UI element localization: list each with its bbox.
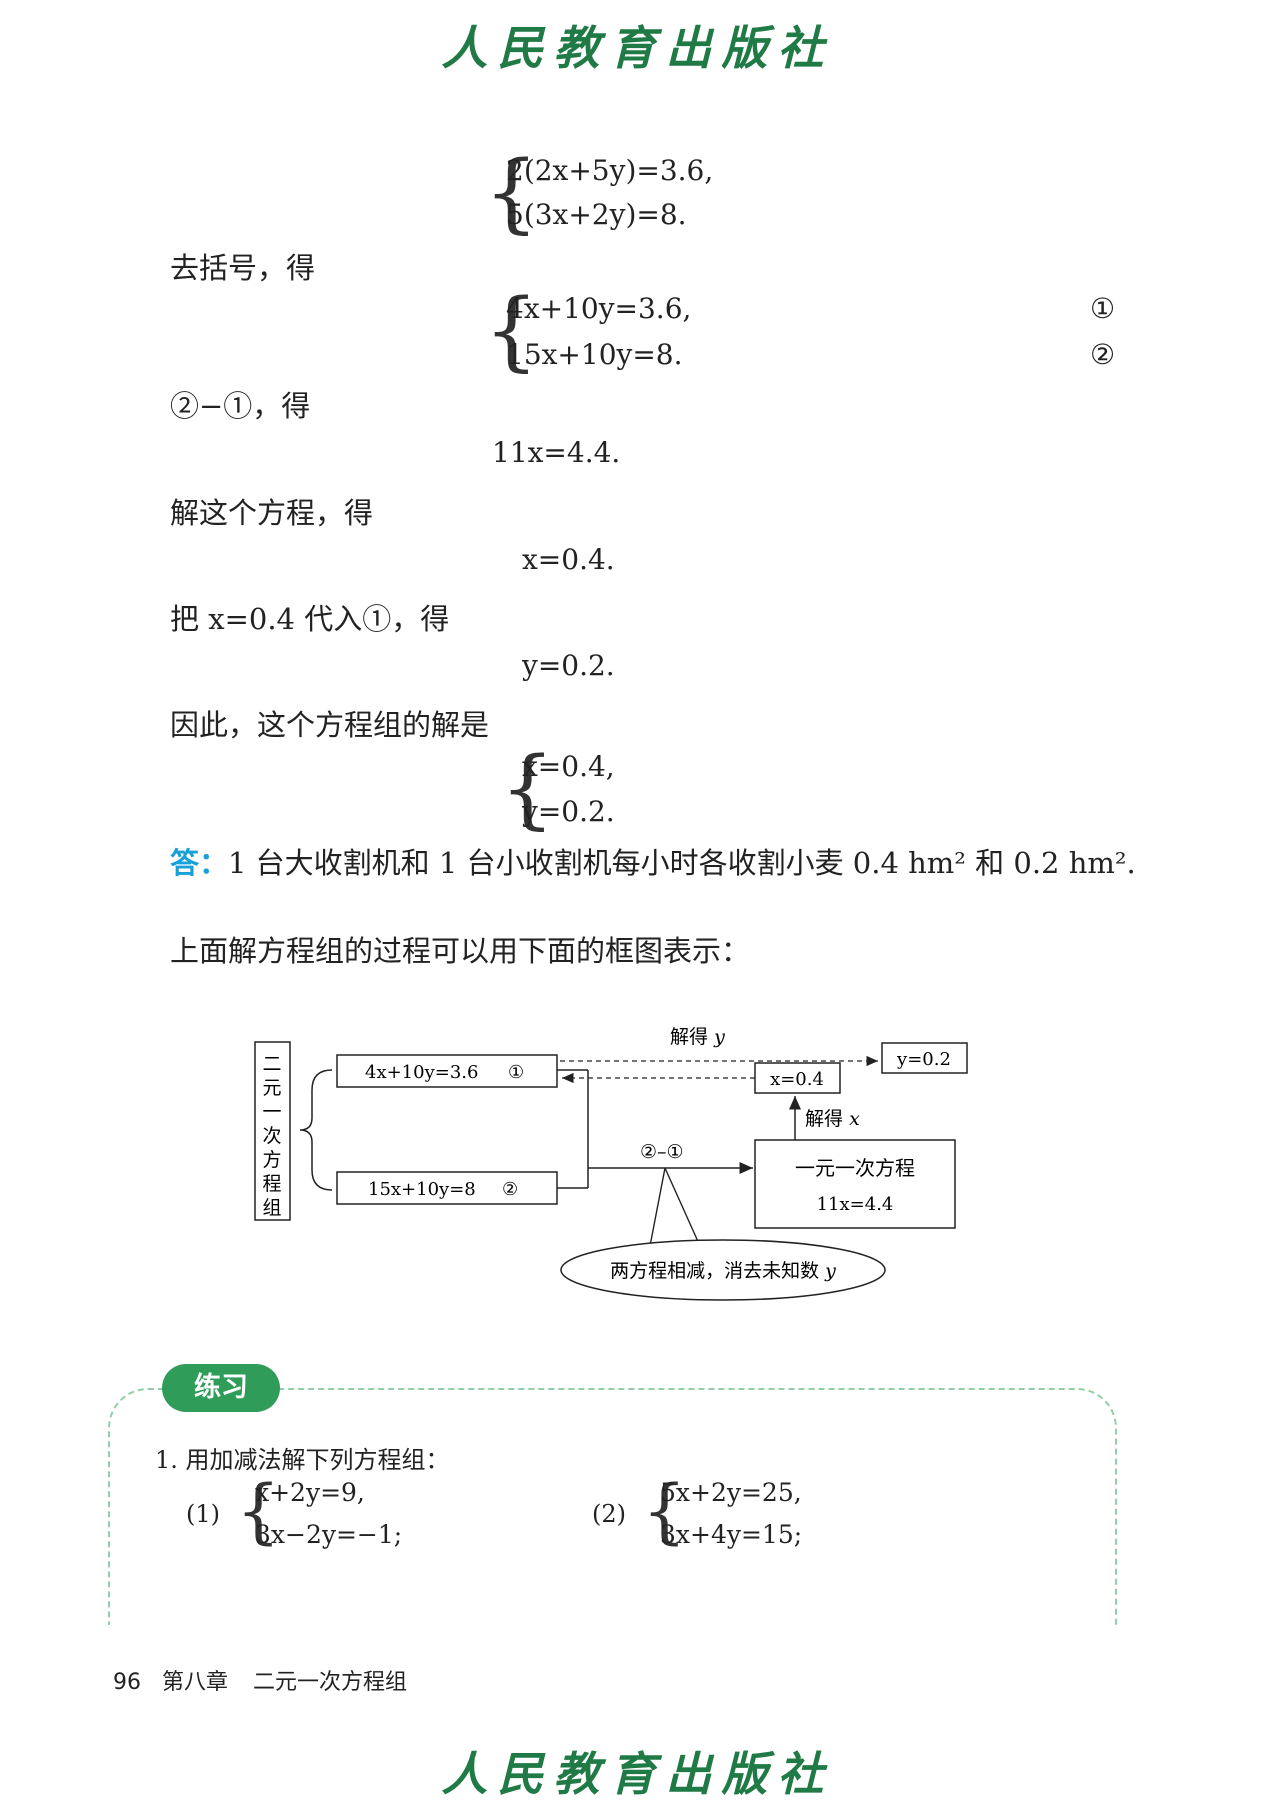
eq2-mark: ②: [502, 1179, 518, 1200]
diagram-brace: [299, 1069, 333, 1191]
eq1-mark: ①: [508, 1062, 524, 1083]
brace: {: [484, 281, 539, 381]
equation-x: x=0.4.: [522, 543, 615, 576]
side-label-char: 元: [262, 1077, 281, 1099]
eq1-box: [336, 1054, 558, 1088]
step-subtract: ②−①，得: [170, 389, 311, 423]
diagram-intro: 上面解方程组的过程可以用下面的框图表示：: [170, 934, 751, 968]
side-label-char: 方: [262, 1149, 281, 1171]
system-expanded-line1: 4x+10y=3.6,: [506, 292, 692, 325]
solution-line2: y=0.2.: [522, 795, 615, 828]
practice-1-line1: x+2y=9,: [255, 1478, 365, 1507]
equation-mark-1: ①: [1090, 292, 1116, 325]
side-label-box: [254, 1041, 291, 1221]
publisher-logo-top: 人民教育出版社: [441, 21, 834, 75]
practice-2-label: (2): [592, 1500, 626, 1528]
answer-text: 1 台大收割机和 1 台小收割机每小时各收割小麦 0.4 hm² 和 0.2 h…: [228, 846, 1136, 880]
step-therefore: 因此，这个方程组的解是: [170, 708, 490, 742]
one-variable-title: 一元一次方程: [795, 1156, 915, 1180]
brace: {: [642, 1470, 687, 1552]
y-result-box: [881, 1042, 968, 1074]
subtract-label: ②–①: [640, 1141, 684, 1163]
brace: {: [236, 1470, 281, 1552]
practice-box: [108, 1388, 1117, 1625]
callout-ellipse: [560, 1239, 886, 1301]
step-solve: 解这个方程，得: [170, 496, 374, 530]
side-label-char: 二: [262, 1053, 281, 1075]
step-substitute: 把 x=0.4 代入①，得: [170, 602, 450, 636]
answer-line: 答：1 台大收割机和 1 台小收割机每小时各收割小麦 0.4 hm² 和 0.2…: [170, 840, 1136, 882]
side-label-char: 次: [262, 1125, 281, 1147]
practice-tag: 练习: [162, 1364, 280, 1412]
system-start-line1: 2(2x+5y)=3.6,: [506, 154, 714, 187]
eq1-text: 4x+10y=3.6: [365, 1062, 478, 1083]
eq2-text: 15x+10y=8: [368, 1179, 476, 1200]
chapter-title: 二元一次方程组: [253, 1670, 408, 1695]
answer-label: 答：: [170, 846, 229, 880]
page-number: 96: [113, 1670, 141, 1695]
practice-1-label: (1): [186, 1500, 220, 1528]
solution-line1: x=0.4,: [522, 750, 615, 783]
solve-x-label: 解得 x: [805, 1108, 860, 1130]
one-variable-equation: 11x=4.4: [817, 1194, 894, 1215]
equation-mark-2: ②: [1090, 338, 1116, 371]
practice-question-1: 1. 用加减法解下列方程组：: [155, 1446, 450, 1474]
solve-y-label: 解得 y: [670, 1026, 725, 1048]
step-remove-parentheses: 去括号，得: [170, 251, 316, 285]
y-result: y=0.2: [896, 1049, 951, 1070]
callout-pointer: [649, 1167, 701, 1247]
chapter-number: 第八章: [162, 1670, 229, 1695]
brace: {: [500, 739, 555, 839]
publisher-logo-bottom: 人民教育出版社: [441, 1747, 834, 1801]
side-label-char: 一: [262, 1101, 281, 1123]
brace: {: [484, 143, 539, 243]
solving-flow-diagram: 二 元 一 次 方 程 组 4x+10y=3.6 ① 15x+10y=8 ② ②…: [254, 1026, 968, 1301]
side-label-char: 程: [262, 1173, 281, 1195]
side-label-char: 组: [262, 1197, 281, 1219]
page-footer: 96 第八章 二元一次方程组: [113, 1664, 407, 1696]
callout-text: 两方程相减，消去未知数 y: [610, 1260, 836, 1282]
practice-2-line2: 3x+4y=15;: [660, 1520, 803, 1549]
system-expanded-line2: 15x+10y=8.: [506, 338, 683, 371]
equation-y: y=0.2.: [522, 649, 615, 682]
practice-2-line1: 5x+2y=25,: [660, 1478, 802, 1507]
practice-1-line2: 3x−2y=−1;: [255, 1520, 403, 1549]
equation-11x: 11x=4.4.: [492, 436, 621, 469]
system-start-line2: 5(3x+2y)=8.: [506, 198, 687, 231]
one-variable-equation-box: [754, 1139, 956, 1229]
x-result: x=0.4: [770, 1069, 824, 1090]
